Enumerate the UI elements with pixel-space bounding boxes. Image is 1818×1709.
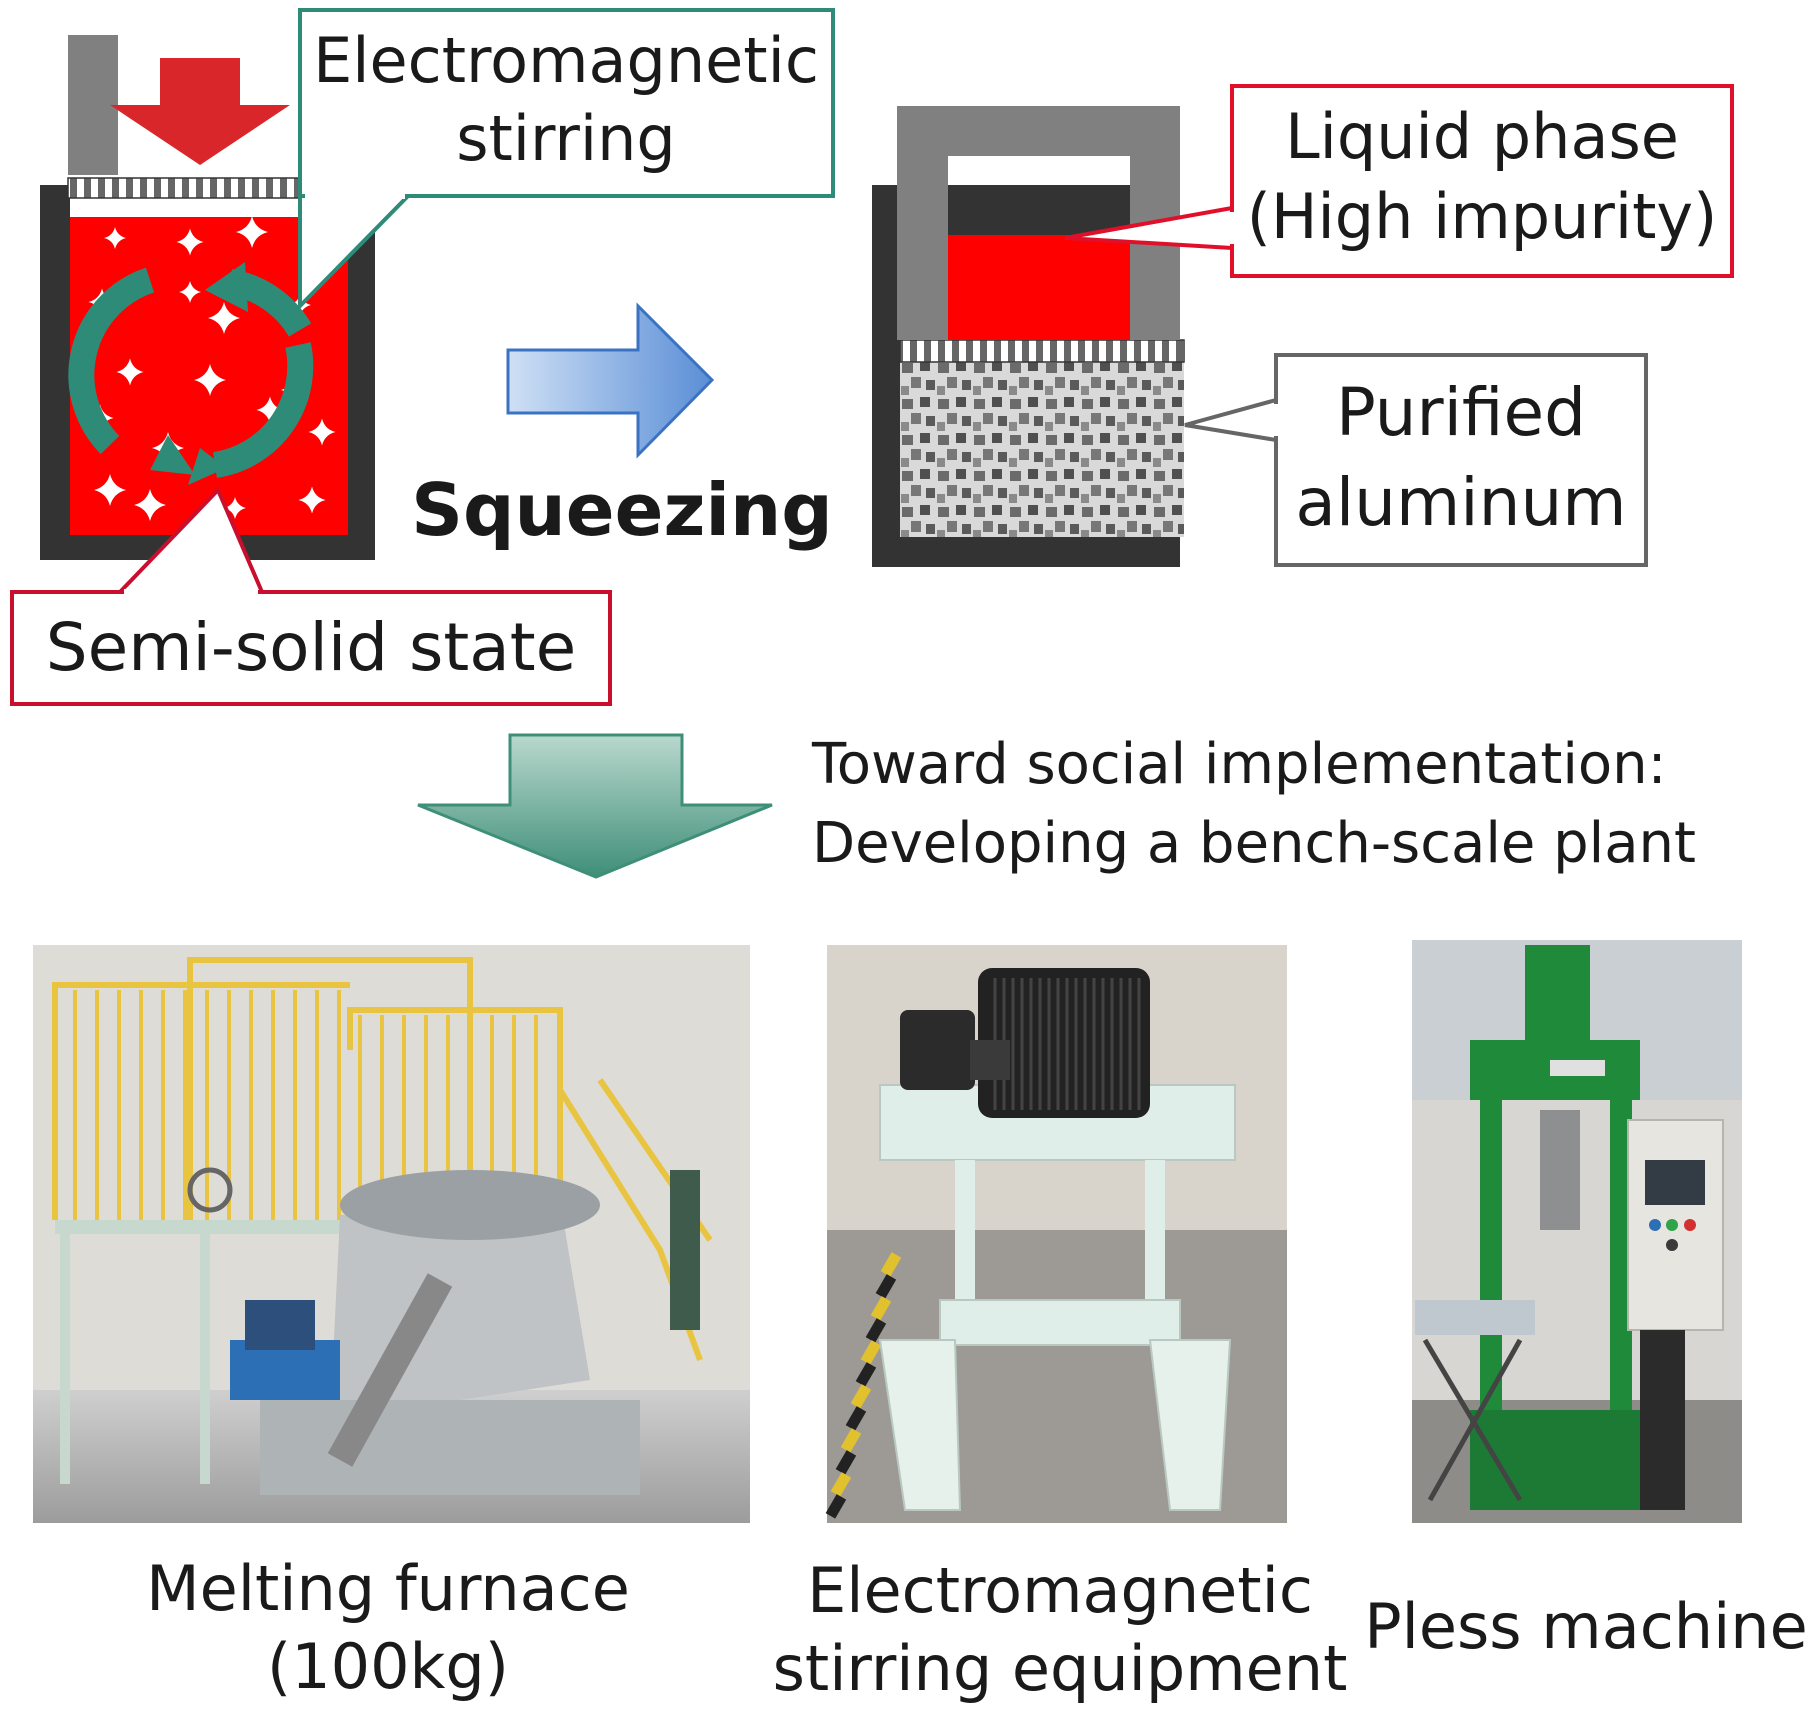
stirring-label-line2: stirring bbox=[456, 102, 676, 175]
press-arrow-icon bbox=[110, 58, 290, 165]
semi-solid-label: Semi-solid state bbox=[46, 609, 576, 686]
stirring-label-line1: Electromagnetic bbox=[313, 24, 819, 97]
electromagnetic-stirring-callout: Electromagnetic stirring bbox=[298, 8, 835, 311]
purified-aluminum-block bbox=[900, 362, 1184, 537]
plunger-frame bbox=[897, 106, 1180, 340]
top-gap bbox=[70, 195, 348, 217]
squeezing-label: Squeezing bbox=[411, 468, 833, 552]
semi-solid-callout: Semi-solid state bbox=[10, 486, 612, 706]
liquid-label-line1: Liquid phase bbox=[1285, 100, 1679, 173]
press-filter-right bbox=[899, 339, 1185, 363]
social-implementation-line2: Developing a bench-scale plant bbox=[812, 811, 1696, 876]
purified-label-line1: Purified bbox=[1336, 374, 1586, 451]
melting-furnace-photo bbox=[33, 945, 750, 1523]
process-arrow-icon bbox=[506, 302, 715, 459]
plunger-filter bbox=[67, 177, 301, 199]
photo-caption-2-line1: Electromagnetic bbox=[807, 1554, 1313, 1627]
liquid-phase-callout: Liquid phase (High impurity) bbox=[1064, 84, 1734, 278]
photo-caption-1-line2: (100kg) bbox=[267, 1630, 509, 1703]
down-arrow-icon bbox=[417, 733, 773, 879]
photo-caption-3: Pless machine bbox=[1364, 1590, 1808, 1663]
plunger-rod bbox=[68, 35, 118, 175]
photo-caption-1-line1: Melting furnace bbox=[146, 1552, 630, 1625]
liquid-phase-melt bbox=[948, 235, 1130, 340]
liquid-label-line2: (High impurity) bbox=[1247, 180, 1718, 253]
purified-label-line2: aluminum bbox=[1295, 464, 1626, 541]
stirring-equipment-photo bbox=[825, 945, 1287, 1523]
purified-aluminum-callout: Purified aluminum bbox=[1184, 353, 1648, 567]
press-machine-photo bbox=[1412, 940, 1742, 1523]
social-implementation-line1: Toward social implementation: bbox=[811, 732, 1667, 797]
photo-caption-2-line2: stirring equipment bbox=[773, 1632, 1348, 1705]
squeezed-crucible bbox=[872, 106, 1185, 567]
